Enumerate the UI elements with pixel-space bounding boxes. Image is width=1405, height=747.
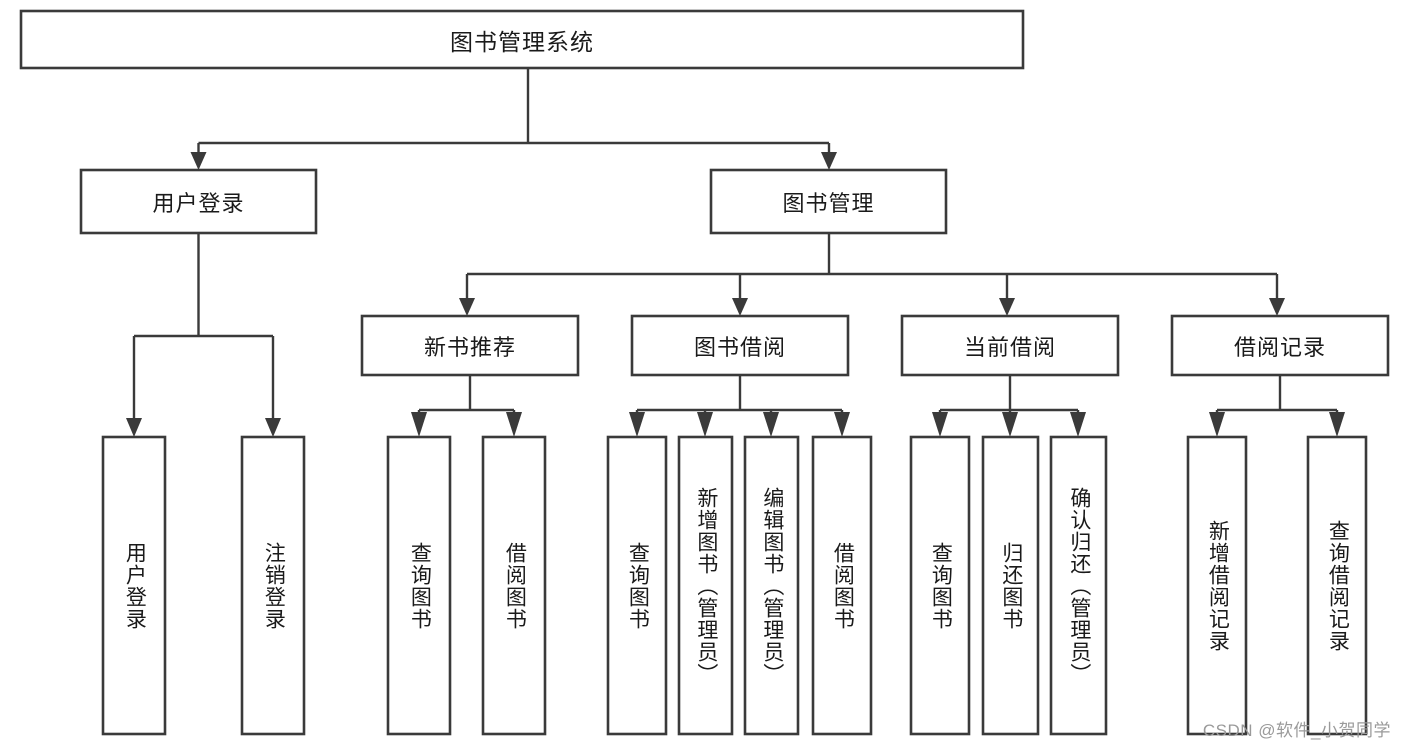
- arrowhead-book-borrow: [732, 298, 748, 316]
- node-leaf-edit-book-box[interactable]: [743, 435, 800, 736]
- node-leaf-add-record-box[interactable]: [1186, 435, 1248, 736]
- node-borrow-record-box[interactable]: [1170, 314, 1390, 377]
- node-leaf-query-book-3-box[interactable]: [909, 435, 971, 736]
- arrowhead-user-login: [190, 152, 207, 170]
- node-leaf-borrow-book-2-box[interactable]: [811, 435, 873, 736]
- arrowhead-leaf-user-login: [126, 418, 142, 437]
- arrowhead-borrow-record: [1269, 298, 1285, 316]
- watermark-text: CSDN @软件_小贺同学: [1202, 721, 1391, 740]
- arrowhead-book-management: [821, 152, 837, 170]
- node-leaf-add-book-box[interactable]: [677, 435, 734, 736]
- node-leaf-confirm-return-box[interactable]: [1049, 435, 1108, 736]
- node-leaf-user-login-box[interactable]: [101, 435, 167, 736]
- arrowhead-leaf-add-record: [1209, 412, 1225, 437]
- arrowhead-leaf-query-record: [1329, 412, 1345, 437]
- arrowhead-leaf-add-book: [697, 412, 713, 437]
- node-current-borrow-box[interactable]: [900, 314, 1120, 377]
- arrowhead-leaf-borrow-book-1: [506, 412, 522, 437]
- node-new-book-recommend-box[interactable]: [360, 314, 580, 377]
- arrowhead-current-borrow: [999, 298, 1015, 316]
- arrowhead-leaf-edit-book: [763, 412, 779, 437]
- arrowhead-leaf-query-book-1: [411, 412, 427, 437]
- node-leaf-query-book-2-box[interactable]: [606, 435, 668, 736]
- node-leaf-query-book-1-box[interactable]: [386, 435, 452, 736]
- node-user-login-box[interactable]: [79, 168, 318, 235]
- node-leaf-query-record-box[interactable]: [1306, 435, 1368, 736]
- arrowhead-leaf-borrow-book-2: [834, 412, 850, 437]
- node-book-management-box[interactable]: [709, 168, 948, 235]
- node-leaf-logout-login-box[interactable]: [240, 435, 306, 736]
- arrowhead-leaf-query-book-2: [629, 412, 645, 437]
- arrowhead-new-book-recommend: [459, 298, 475, 316]
- arrowhead-leaf-logout-login: [265, 418, 281, 437]
- node-leaf-borrow-book-1-box[interactable]: [481, 435, 547, 736]
- arrowhead-leaf-confirm-return: [1070, 412, 1086, 437]
- node-leaf-return-book-box[interactable]: [981, 435, 1040, 736]
- arrowhead-leaf-return-book: [1002, 412, 1018, 437]
- arrowhead-leaf-query-book-3: [932, 412, 948, 437]
- node-book-borrow-box[interactable]: [630, 314, 850, 377]
- node-root-box[interactable]: [19, 9, 1025, 70]
